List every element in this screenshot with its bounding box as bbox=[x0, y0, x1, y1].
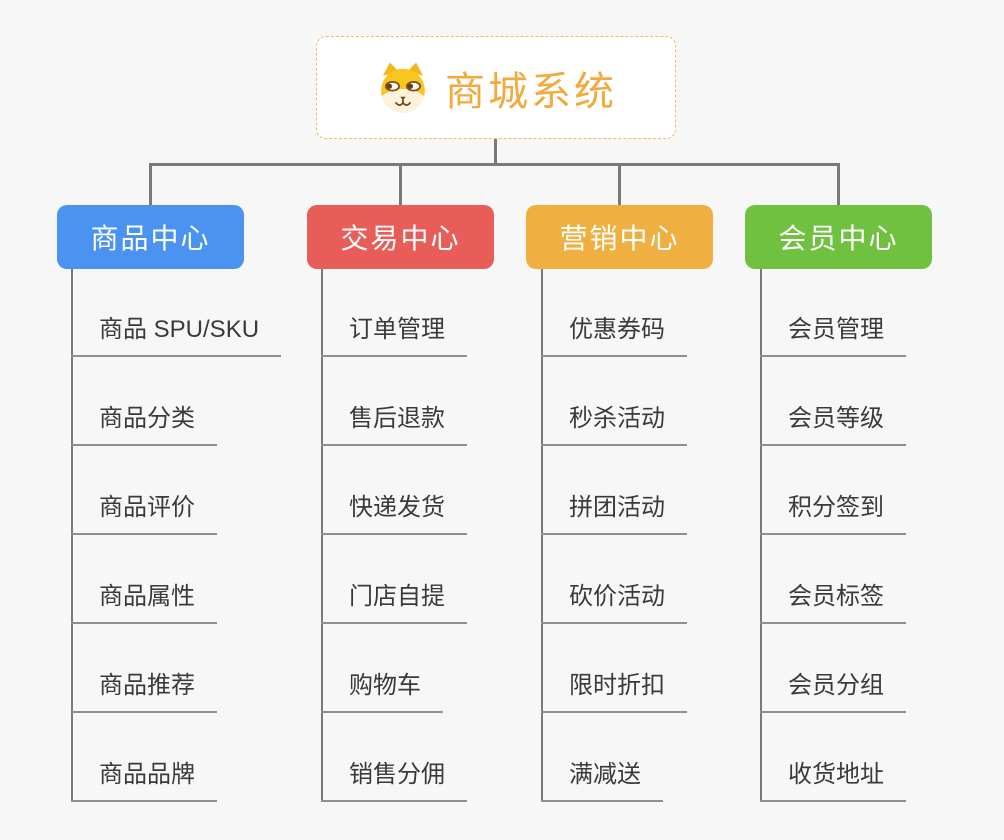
leaf-node[interactable]: 砍价活动 bbox=[541, 582, 687, 624]
column-connector-line bbox=[541, 268, 543, 802]
branch-header-product[interactable]: 商品中心 bbox=[57, 205, 244, 269]
dog-face-icon bbox=[381, 62, 425, 112]
column-connector-line bbox=[760, 268, 762, 802]
leaf-node[interactable]: 商品分类 bbox=[71, 404, 217, 446]
column-connector-line bbox=[71, 268, 73, 802]
branch-header-trade[interactable]: 交易中心 bbox=[307, 205, 494, 269]
branch-header-member[interactable]: 会员中心 bbox=[745, 205, 932, 269]
leaf-node[interactable]: 限时折扣 bbox=[541, 671, 687, 713]
leaf-node[interactable]: 会员标签 bbox=[760, 582, 906, 624]
root-title: 商城系统 bbox=[445, 69, 617, 114]
leaf-node[interactable]: 积分签到 bbox=[760, 493, 906, 535]
branch-header-marketing[interactable]: 营销中心 bbox=[526, 205, 713, 269]
leaf-node[interactable]: 门店自提 bbox=[321, 582, 467, 624]
leaf-node[interactable]: 秒杀活动 bbox=[541, 404, 687, 446]
leaf-node[interactable]: 售后退款 bbox=[321, 404, 467, 446]
leaf-node[interactable]: 快递发货 bbox=[321, 493, 467, 535]
leaf-node[interactable]: 商品品牌 bbox=[71, 760, 217, 802]
branch-rail-line bbox=[149, 163, 839, 166]
leaf-node[interactable]: 优惠券码 bbox=[541, 315, 687, 357]
leaf-node[interactable]: 满减送 bbox=[541, 760, 663, 802]
leaf-node[interactable]: 会员分组 bbox=[760, 671, 906, 713]
leaf-node[interactable]: 商品推荐 bbox=[71, 671, 217, 713]
root-node[interactable]: 商城系统 bbox=[316, 36, 676, 139]
leaf-node[interactable]: 商品属性 bbox=[71, 582, 217, 624]
leaf-node[interactable]: 会员管理 bbox=[760, 315, 906, 357]
column-connector-line bbox=[321, 268, 323, 802]
leaf-node[interactable]: 商品 SPU/SKU bbox=[71, 315, 282, 357]
leaf-node[interactable]: 会员等级 bbox=[760, 404, 906, 446]
leaf-node[interactable]: 订单管理 bbox=[321, 315, 467, 357]
root-stem-line bbox=[494, 138, 497, 166]
leaf-node[interactable]: 销售分佣 bbox=[321, 760, 467, 802]
leaf-node[interactable]: 拼团活动 bbox=[541, 493, 687, 535]
branch-drop-line bbox=[837, 163, 840, 211]
branch-drop-line bbox=[149, 163, 152, 211]
branch-drop-line bbox=[618, 163, 621, 211]
leaf-node[interactable]: 收货地址 bbox=[760, 760, 906, 802]
leaf-node[interactable]: 商品评价 bbox=[71, 493, 217, 535]
leaf-node[interactable]: 购物车 bbox=[321, 671, 443, 713]
branch-drop-line bbox=[399, 163, 402, 211]
